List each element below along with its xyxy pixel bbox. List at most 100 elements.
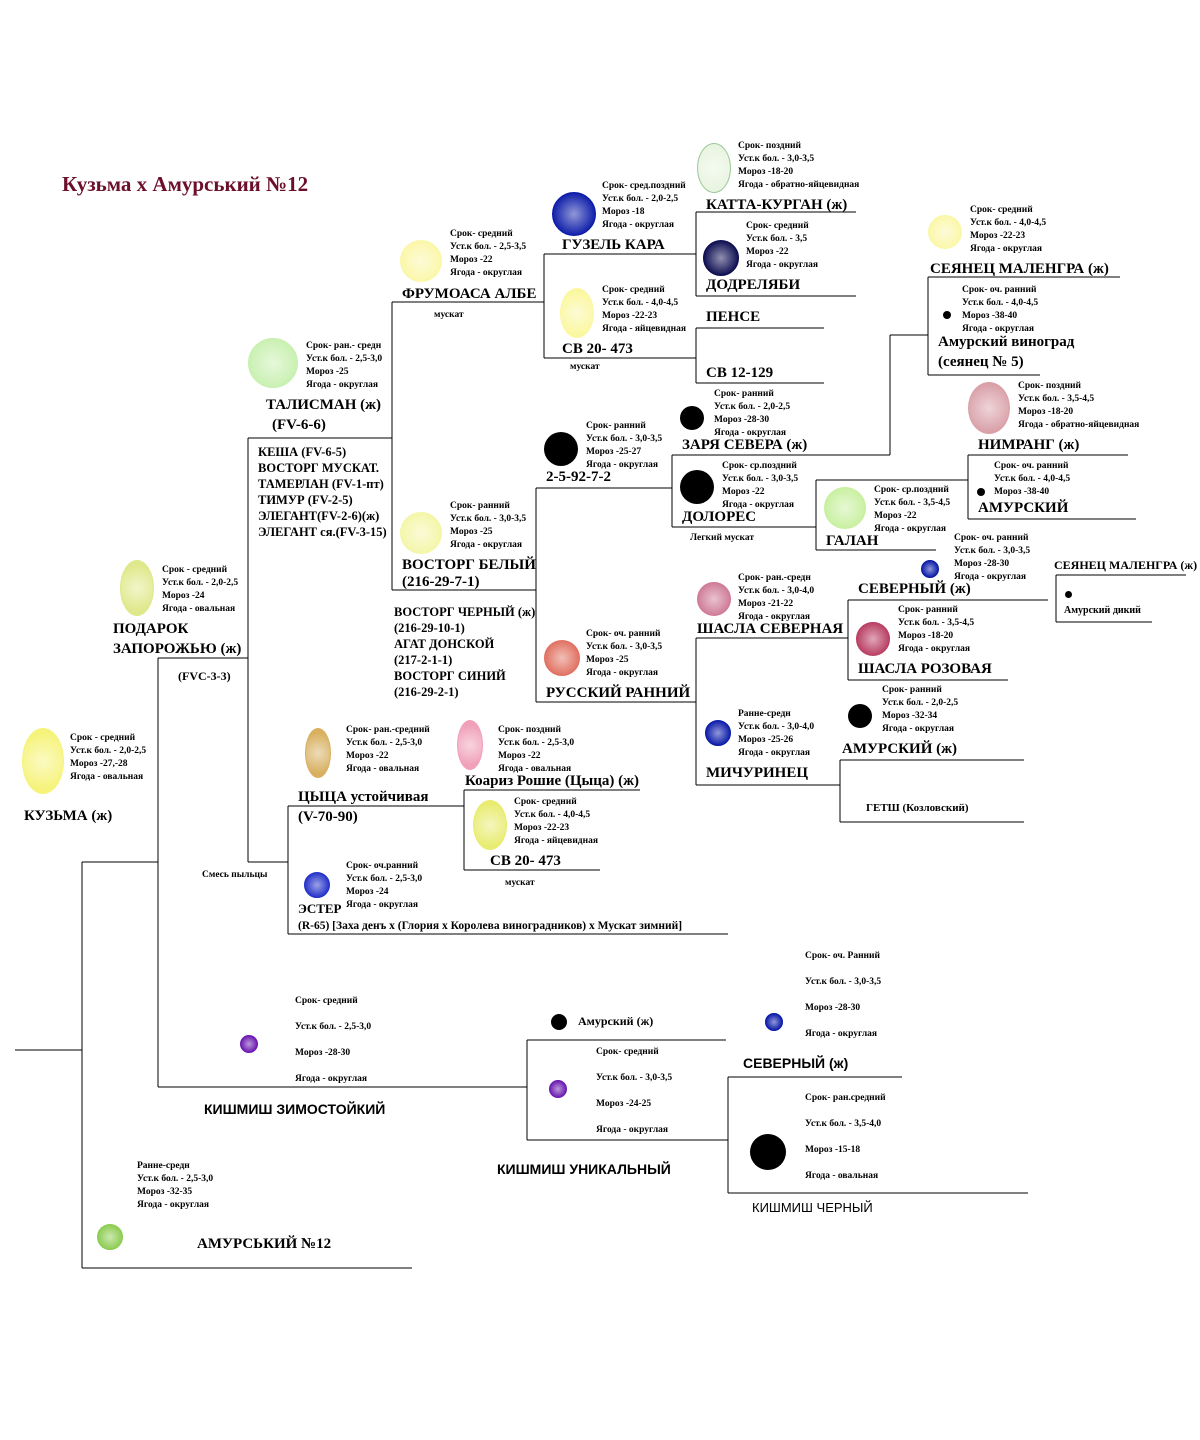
n2592-berry — [544, 432, 578, 466]
info-line: Ягода - округлая — [714, 428, 787, 438]
info-line: Мороз -28-30 — [295, 1048, 351, 1058]
pense-name: ПЕНСЕ — [706, 309, 761, 325]
michurinec-berry — [705, 720, 731, 746]
info-line: Ягода - округлая — [970, 244, 1043, 254]
info-line: Ягода - овальная — [346, 764, 420, 774]
info-line: Мороз -18-20 — [1018, 407, 1074, 417]
info-line: Ягода - округлая — [746, 260, 819, 270]
kishmish-ch-name: КИШМИШ ЧЕРНЫЙ — [752, 1200, 873, 1215]
info-line: Мороз -25 — [306, 367, 349, 377]
info-line: Ягода - обратно-яйцевидная — [1018, 420, 1140, 430]
info-line: АГАТ ДОНСКОЙ — [394, 637, 495, 651]
amur-dikiy-name: Амурский дикий — [1064, 605, 1141, 616]
info-line: Срок- поздний — [1018, 381, 1082, 391]
sv20b-muscat: мускат — [505, 878, 535, 888]
info-line: ВОСТОРГ МУСКАТ. — [258, 461, 380, 475]
info-line: Мороз -32-35 — [137, 1187, 193, 1197]
sv20a-muscat: мускат — [570, 362, 600, 372]
nimrang-name: НИМРАНГ (ж) — [978, 437, 1080, 453]
info-line: Срок- ср.поздний — [722, 461, 797, 471]
info-line: Уст.к бол. - 4,0-4,5 — [994, 474, 1071, 484]
severniy2-berry — [765, 1013, 783, 1031]
info-line: ТАМЕРЛАН (FV-1-пт) — [258, 477, 384, 491]
frumoasa-berry — [400, 240, 442, 282]
kishmish-u-name: КИШМИШ УНИКАЛЬНЫЙ — [497, 1161, 671, 1177]
info-line: Мороз -22 — [498, 751, 541, 761]
info-line: Уст.к бол. - 3,0-4,0 — [738, 586, 815, 596]
kishmish-z-berry — [240, 1035, 258, 1053]
seyanec1-berry — [928, 215, 962, 249]
frumoasa-muscat: мускат — [434, 310, 464, 320]
info-line: Мороз -24 — [346, 887, 389, 897]
n2592-name: 2-5-92-7-2 — [546, 469, 611, 485]
info-line: Уст.к бол. - 3,0-3,5 — [586, 642, 663, 652]
info-line: Мороз -18-20 — [738, 167, 794, 177]
info-line: Ягода - округлая — [450, 268, 523, 278]
vostorg-b-berry — [400, 512, 442, 554]
amurskiy2-name: АМУРСКИЙ (ж) — [842, 741, 958, 757]
info-line: Срок- оч. Ранний — [805, 951, 880, 961]
info-line: Уст.к бол. - 3,5 — [746, 234, 808, 244]
info-line: Ягода - овальная — [805, 1171, 879, 1181]
info-line: Срок- ран.-средн — [738, 573, 811, 583]
info-line: Уст.к бол. - 3,0-4,0 — [738, 722, 815, 732]
info-line: Срок- средний — [596, 1047, 659, 1057]
severniy1-name: СЕВЕРНЫЙ (ж) — [858, 581, 971, 597]
kuzma-berry — [22, 728, 64, 794]
amurskiy1-berry — [977, 488, 985, 496]
info-line: Срок- ран.средний — [805, 1093, 886, 1103]
podarok-name-1: ПОДАРОК — [113, 621, 189, 637]
info-line: Срок- оч. ранний — [994, 461, 1069, 471]
info-line: Мороз -38-40 — [994, 487, 1050, 497]
shasla-r-name: ШАСЛА РОЗОВАЯ — [858, 661, 992, 677]
info-line: Мороз -22 — [346, 751, 389, 761]
info-line: Мороз -22 — [450, 255, 493, 265]
info-line: Срок- ран.- средн — [306, 341, 382, 351]
info-line: Уст.к бол. - 3,5-4,5 — [898, 618, 975, 628]
info-line: ВОСТОРГ СИНИЙ — [394, 669, 506, 683]
amur-vin-berry — [943, 311, 951, 319]
kishmish-z-name: КИШМИШ ЗИМОСТОЙКИЙ — [204, 1101, 386, 1117]
info-line: Срок- средний — [295, 996, 358, 1006]
severniy1-berry — [921, 560, 939, 578]
info-line: Уст.к бол. - 2,5-3,0 — [346, 874, 423, 884]
galan-berry — [824, 487, 866, 529]
katta-name: КАТТА-КУРГАН (ж) — [706, 197, 848, 213]
info-line: Ягода - округлая — [805, 1029, 878, 1039]
info-line: ВОСТОРГ ЧЕРНЫЙ (ж) — [394, 605, 536, 619]
info-line: Уст.к бол. - 3,0-3,5 — [805, 977, 882, 987]
amurskiy3-name: Амурский (ж) — [578, 1014, 654, 1028]
nimrang-berry — [968, 382, 1010, 434]
info-line: Уст.к бол. - 2,0-2,5 — [714, 402, 791, 412]
vostorg-b-name-1: ВОСТОРГ БЕЛЫЙ — [402, 557, 536, 573]
info-line: Ягода - округлая — [954, 572, 1027, 582]
info-line: Срок- средний — [450, 229, 513, 239]
talisman-name-2: (FV-6-6) — [272, 417, 326, 433]
info-line: Срок- оч. ранний — [962, 285, 1037, 295]
info-line: Срок- ранний — [714, 389, 774, 399]
galan-name: ГАЛАН — [826, 533, 879, 549]
info-line: Срок- средний — [746, 221, 809, 231]
info-line: ТИМУР (FV-2-5) — [258, 493, 353, 507]
guzel-name: ГУЗЕЛЬ КАРА — [562, 237, 665, 253]
info-line: Ягода - округлая — [962, 324, 1035, 334]
info-line: Мороз -22 — [746, 247, 789, 257]
info-line: Уст.к бол. - 3,5-4,5 — [874, 498, 951, 508]
amurskiy1-name: АМУРСКИЙ — [978, 500, 1069, 516]
info-line: Мороз -28-30 — [954, 559, 1010, 569]
guzel-berry — [552, 192, 596, 236]
vostorg-parents-list: ВОСТОРГ ЧЕРНЫЙ (ж)(216-29-10-1)АГАТ ДОНС… — [394, 604, 535, 700]
